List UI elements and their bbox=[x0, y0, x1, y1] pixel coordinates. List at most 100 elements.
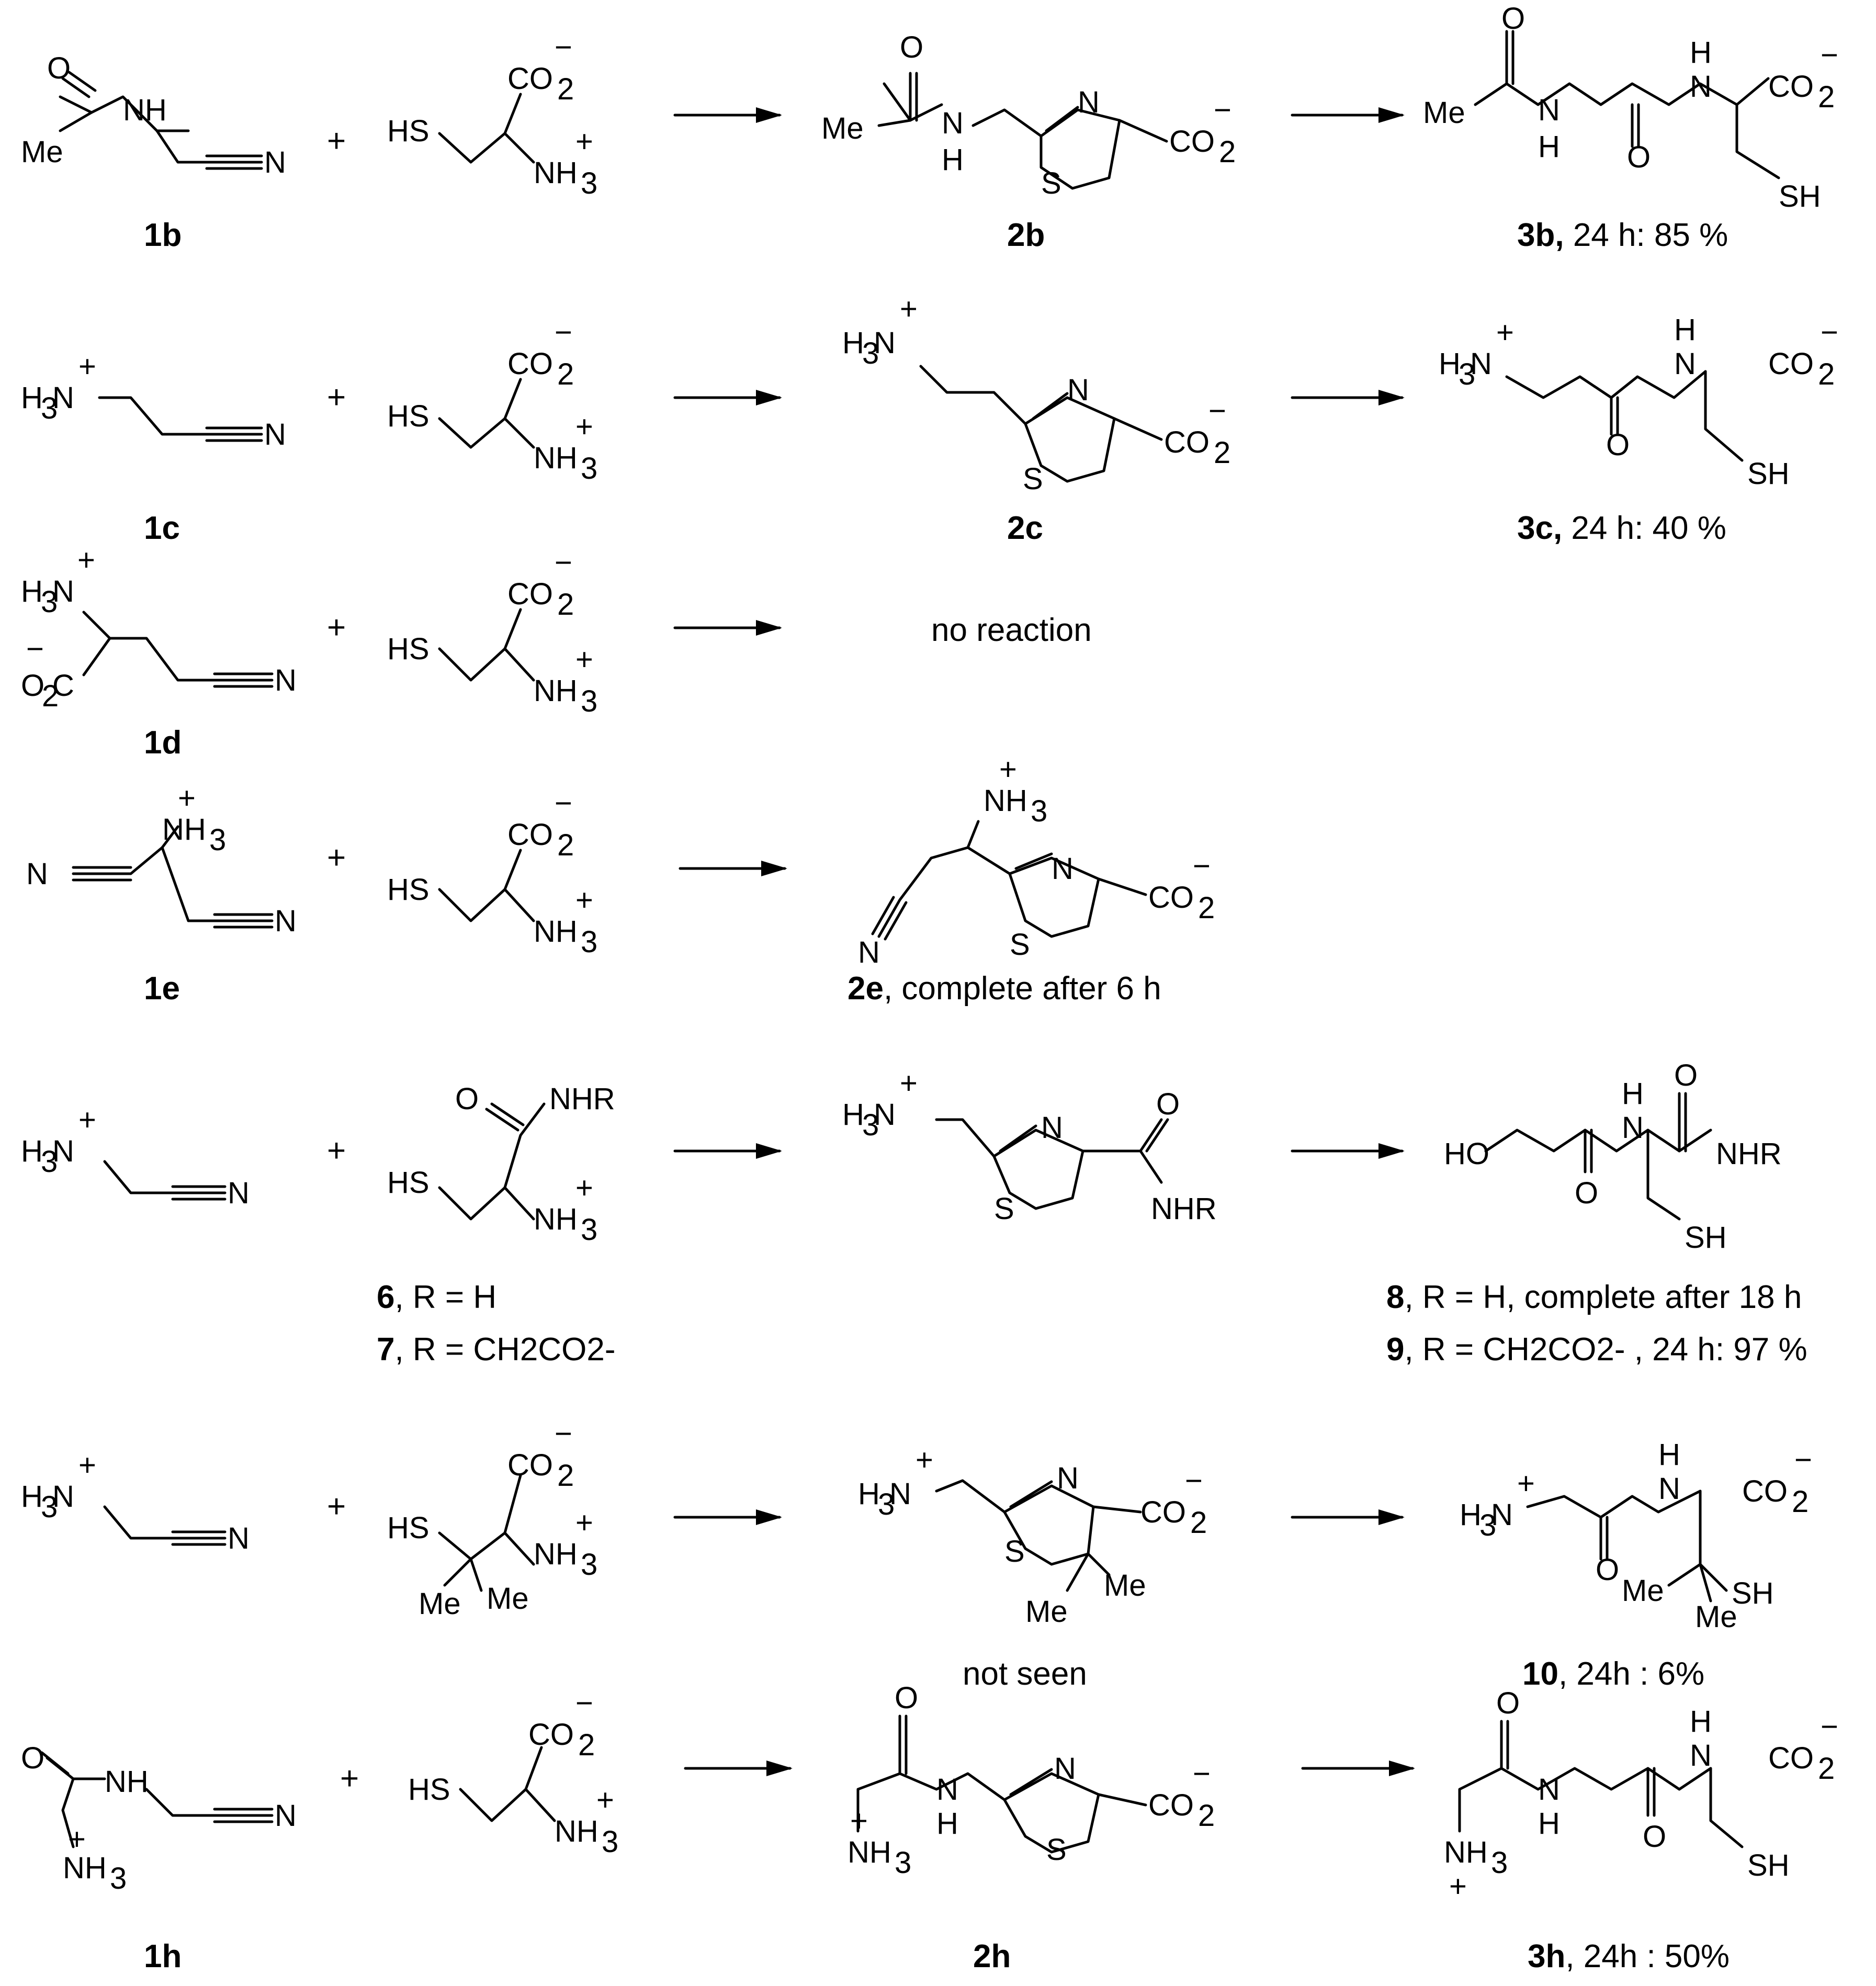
atom-N: N bbox=[228, 1521, 250, 1555]
atom-N: N bbox=[1690, 70, 1712, 104]
atom-H: H bbox=[942, 143, 964, 177]
atom-NH3: NH bbox=[534, 915, 578, 949]
atom-N: N bbox=[1674, 347, 1696, 381]
plus-charge: + bbox=[999, 752, 1017, 786]
plus-sign: + bbox=[327, 610, 346, 646]
cysteine-4 bbox=[438, 849, 535, 922]
plus-charge: + bbox=[575, 883, 593, 917]
minus-sign: − bbox=[26, 632, 44, 666]
subscript-2: 2 bbox=[1792, 1485, 1809, 1519]
atom-N: N bbox=[1078, 85, 1100, 119]
label-7: 7 bbox=[377, 1331, 394, 1368]
atom-O: O bbox=[21, 1741, 44, 1775]
label-1h: 1h bbox=[144, 1938, 182, 1974]
atom-N: N bbox=[874, 1098, 896, 1132]
minus-sign: − bbox=[1208, 394, 1226, 428]
reactant-1d bbox=[82, 611, 274, 688]
plus-charge: + bbox=[78, 1448, 96, 1482]
subscript-2: 2 bbox=[1190, 1506, 1207, 1540]
atom-S: S bbox=[1010, 928, 1030, 962]
subscript-2: 2 bbox=[1198, 1799, 1215, 1833]
label-1d: 1d bbox=[144, 725, 182, 761]
atom-NH: NH bbox=[105, 1765, 149, 1799]
intermediate-2h bbox=[856, 1714, 1147, 1854]
intermediate-thiazoline-amide bbox=[935, 1118, 1169, 1210]
atom-NH3: NH bbox=[555, 1814, 598, 1848]
minus-sign: − bbox=[1794, 1443, 1812, 1477]
atom-Me: Me bbox=[419, 1587, 461, 1621]
label-8: 8 bbox=[1386, 1279, 1404, 1315]
atom-NH3: NH bbox=[534, 156, 578, 190]
caption-not-seen: not seen bbox=[963, 1656, 1087, 1692]
subscript-3: 3 bbox=[1491, 1846, 1508, 1880]
atom-O: O bbox=[1596, 1553, 1619, 1587]
minus-sign: − bbox=[1821, 1710, 1838, 1744]
cysteine-2 bbox=[438, 378, 535, 449]
atom-N: N bbox=[228, 1176, 250, 1210]
plus-charge: + bbox=[78, 349, 96, 383]
label-3b: 3b, bbox=[1517, 217, 1564, 253]
intermediate-not-seen bbox=[935, 1479, 1142, 1592]
plus-charge: + bbox=[575, 642, 593, 676]
reactant-1c bbox=[98, 396, 263, 442]
atom-H: H bbox=[1690, 1705, 1712, 1739]
product-3c bbox=[1505, 370, 1744, 462]
minus-sign: − bbox=[1214, 93, 1231, 127]
atom-S: S bbox=[1041, 166, 1061, 200]
atom-O: O bbox=[1627, 140, 1651, 174]
subscript-3: 3 bbox=[581, 925, 597, 959]
atom-H: H bbox=[936, 1807, 958, 1841]
row-1b-text: O Me NH N + HS CO 2 − NH 3 + 1b O Me N H… bbox=[21, 2, 1838, 253]
reactant-1e bbox=[72, 825, 274, 929]
atom-N: N bbox=[889, 1477, 911, 1511]
atom-CO2: CO bbox=[1768, 347, 1814, 381]
subscript-2: 2 bbox=[557, 357, 574, 391]
row-1c-text: H 3 N + N + HS CO 2 − NH 3 + 1c H 3 N + … bbox=[21, 292, 1838, 546]
atom-NH: NH bbox=[123, 93, 167, 127]
atom-N: N bbox=[52, 574, 74, 608]
atom-HS: HS bbox=[408, 1773, 450, 1807]
atom-NH3: NH bbox=[847, 1835, 891, 1869]
atom-N: N bbox=[52, 1134, 74, 1168]
yield-9: , R = CH2CO2- , 24 h: 97 % bbox=[1404, 1331, 1807, 1368]
row-6-7-text: H 3 N + N + O NHR HS NH 3 + 6, R = H 7, … bbox=[21, 1058, 1807, 1368]
atom-CO2: CO bbox=[1148, 1788, 1194, 1822]
cysteine-1 bbox=[438, 93, 535, 164]
minus-sign: − bbox=[1821, 38, 1838, 72]
atom-S: S bbox=[1023, 462, 1043, 496]
plus-charge: + bbox=[1517, 1466, 1535, 1500]
atom-N: N bbox=[264, 417, 286, 452]
label-2c: 2c bbox=[1007, 510, 1043, 546]
label-6: 6 bbox=[377, 1279, 394, 1315]
label-10: 10 bbox=[1522, 1656, 1558, 1692]
atom-CO2: CO bbox=[507, 347, 553, 381]
product-caption-3h: 3h, 24h : 50% bbox=[1528, 1938, 1730, 1974]
atom-O: O bbox=[1606, 428, 1630, 462]
subscript-3: 3 bbox=[41, 1490, 58, 1524]
atom-N: N bbox=[52, 381, 74, 415]
atom-N: N bbox=[874, 326, 896, 360]
cysteine-3 bbox=[438, 608, 535, 682]
atom-CO2: CO bbox=[1742, 1474, 1788, 1508]
minus-sign: − bbox=[555, 30, 572, 64]
subscript-3: 3 bbox=[41, 1145, 58, 1179]
subscript-3: 3 bbox=[110, 1861, 127, 1895]
atom-O: O bbox=[900, 30, 923, 64]
atom-NH3: NH bbox=[534, 1202, 578, 1236]
subscript-3: 3 bbox=[41, 585, 58, 619]
atom-HS: HS bbox=[387, 399, 430, 433]
subscript-2: 2 bbox=[557, 588, 574, 622]
yield-8: , R = H, complete after 18 h bbox=[1404, 1279, 1802, 1315]
subscript-2: 2 bbox=[42, 679, 59, 713]
atom-H: H bbox=[1622, 1077, 1644, 1111]
plus-sign: + bbox=[340, 1761, 359, 1797]
subscript-2: 2 bbox=[578, 1728, 595, 1762]
atom-O: O bbox=[455, 1082, 479, 1116]
atom-CO2: CO bbox=[507, 577, 553, 611]
reactant-aminoacetonitrile-1 bbox=[103, 1160, 227, 1201]
atom-SH: SH bbox=[1685, 1221, 1727, 1255]
intermediate-2e bbox=[871, 820, 1147, 941]
atom-HS: HS bbox=[387, 114, 430, 148]
subscript-3: 3 bbox=[878, 1487, 895, 1521]
